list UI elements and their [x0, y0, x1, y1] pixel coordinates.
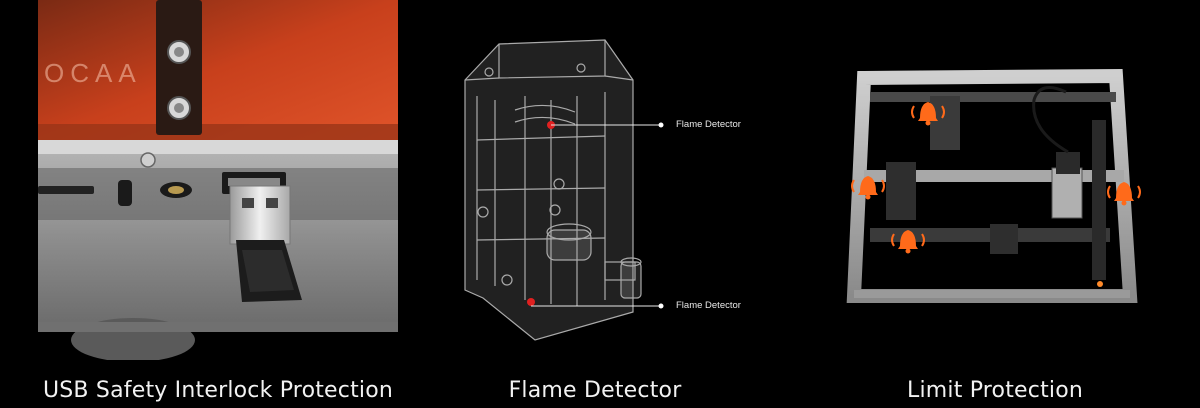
switch-port	[118, 180, 132, 206]
callout-dot	[658, 303, 664, 309]
usb-key	[229, 185, 302, 302]
flame-detector-panel: Flame Detector Flame Detector	[455, 0, 785, 360]
usb-interlock-illustration: OCAA	[38, 0, 398, 362]
top-rail	[870, 92, 1116, 102]
flame-detector-callout-top: Flame Detector	[676, 119, 741, 130]
brand-text: OCAA	[44, 58, 142, 88]
alarm-bell-icon	[891, 230, 925, 254]
limit-protection-illustration	[846, 68, 1141, 303]
limit-protection-panel	[830, 0, 1160, 360]
flame-sensor-bottom	[527, 298, 535, 306]
usb-interlock-caption: USB Safety Interlock Protection	[42, 378, 394, 403]
orange-lid	[38, 0, 398, 140]
limit-protection-caption: Limit Protection	[906, 378, 1084, 403]
flame-detector-callout-bottom: Flame Detector	[676, 300, 741, 311]
alarm-bell-icon	[851, 176, 885, 200]
sd-slot	[38, 186, 94, 194]
callout-dot	[658, 122, 664, 128]
alarm-bell-icon	[1107, 182, 1141, 206]
usb-interlock-panel: OCAA	[38, 0, 398, 362]
alarm-bell-icon	[911, 102, 945, 126]
lid-bracket	[156, 0, 202, 135]
motor	[930, 96, 960, 150]
flame-detector-illustration	[464, 39, 664, 341]
laser-head	[1032, 86, 1083, 219]
motor	[886, 162, 916, 220]
flame-detector-caption: Flame Detector	[508, 378, 682, 403]
motor	[990, 224, 1018, 254]
